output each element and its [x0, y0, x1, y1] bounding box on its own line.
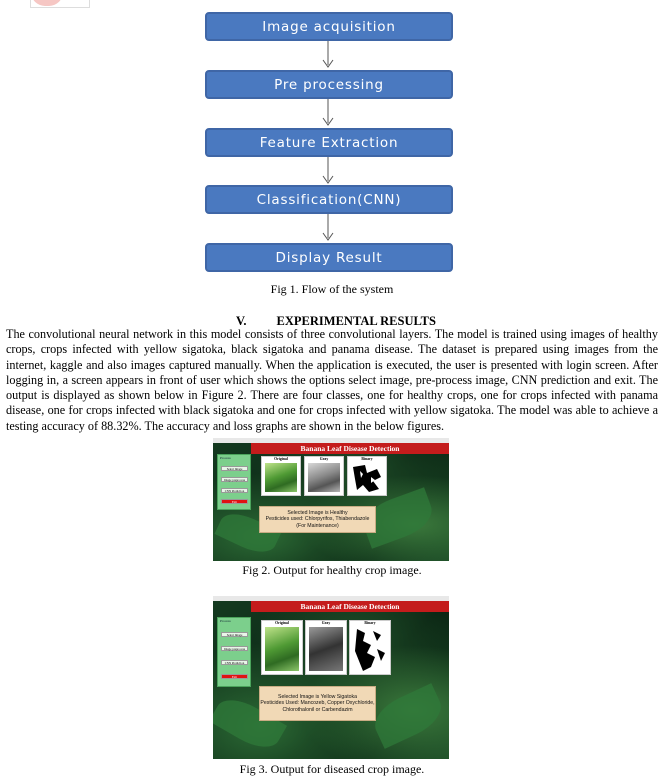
image-label: Binary [364, 621, 376, 625]
figure-caption: Fig 2. Output for healthy crop image. [242, 563, 422, 577]
original-image-panel: Original [261, 620, 303, 675]
image-label: Original [275, 621, 289, 625]
image-label: Gray [321, 621, 331, 625]
select-image-button[interactable]: Select Image [221, 466, 248, 471]
section-title: EXPERIMENTAL RESULTS [276, 314, 436, 328]
prediction-result-panel: Selected Image is Yellow Sigatoka Pestic… [259, 686, 376, 721]
flow-step-classification: Classification(CNN) [205, 185, 453, 214]
binary-image-panel: Binary [347, 456, 387, 496]
result-line: (For Maintenance) [296, 522, 339, 529]
result-line: Selected Image is Healthy [287, 510, 348, 517]
process-sidebar: Process Select Image Image preprocess CN… [217, 454, 251, 510]
result-line: Selected Image is Yellow Sigatoka [277, 694, 357, 701]
image-label: Gray [319, 457, 329, 461]
binary-leaf-image [353, 627, 387, 671]
cnn-prediction-button[interactable]: CNN Prediction [221, 660, 248, 665]
gray-leaf-image [309, 627, 343, 671]
figure-caption: Fig 3. Output for diseased crop image. [239, 762, 425, 776]
original-leaf-image [265, 463, 297, 492]
sidebar-title: Process [220, 456, 231, 460]
prediction-result-panel: Selected Image is Healthy Pesticides use… [259, 506, 376, 533]
exit-button[interactable]: Exit [221, 499, 248, 504]
exit-button[interactable]: Exit [221, 674, 248, 679]
gray-image-panel: Gray [304, 456, 344, 496]
cnn-prediction-button[interactable]: CNN Prediction [221, 488, 248, 493]
section-heading: V. EXPERIMENTAL RESULTS [236, 314, 436, 329]
binary-image-panel: Binary [349, 620, 391, 675]
flow-arrow [322, 157, 334, 184]
sidebar-title: Process [220, 619, 231, 623]
flow-arrow [322, 99, 334, 126]
original-image-panel: Original [261, 456, 301, 496]
image-preprocess-button[interactable]: Image preprocess [221, 646, 248, 651]
process-sidebar: Process Select Image Image preprocess CN… [217, 617, 251, 687]
app-title: Banana Leaf Disease Detection [251, 443, 449, 454]
select-image-button[interactable]: Select Image [221, 632, 248, 637]
binary-leaf-image [351, 463, 383, 492]
original-leaf-image [265, 627, 299, 671]
result-line: Chlorothalonil or Carbendazim [282, 706, 353, 713]
result-line: Pesticides Used: Mancozeb, Copper Oxychl… [260, 700, 375, 707]
window-titlebar [213, 438, 449, 443]
app-screenshot-diseased: Banana Leaf Disease Detection Process Se… [213, 596, 449, 759]
section-number: V. [236, 314, 247, 328]
window-titlebar [213, 596, 449, 601]
flow-arrow [322, 214, 334, 241]
app-title: Banana Leaf Disease Detection [251, 601, 449, 612]
flow-step-pre-processing: Pre processing [205, 70, 453, 99]
gray-image-panel: Gray [305, 620, 347, 675]
flow-step-feature-extraction: Feature Extraction [205, 128, 453, 157]
section-paragraph: The convolutional neural network in this… [6, 327, 658, 433]
header-logo-fragment [30, 0, 90, 8]
flow-arrow [322, 41, 334, 68]
gray-leaf-image [308, 463, 340, 492]
flow-step-image-acquisition: Image acquisition [205, 12, 453, 41]
flow-step-display-result: Display Result [205, 243, 453, 272]
image-preprocess-button[interactable]: Image preprocess [221, 477, 248, 482]
image-label: Binary [361, 457, 373, 461]
result-line: Pesticides used: Chlorpyrifos, Thiabenda… [265, 516, 370, 523]
figure-caption: Fig 1. Flow of the system [270, 282, 394, 296]
app-screenshot-healthy: Banana Leaf Disease Detection Process Se… [213, 438, 449, 561]
image-label: Original [274, 457, 288, 461]
